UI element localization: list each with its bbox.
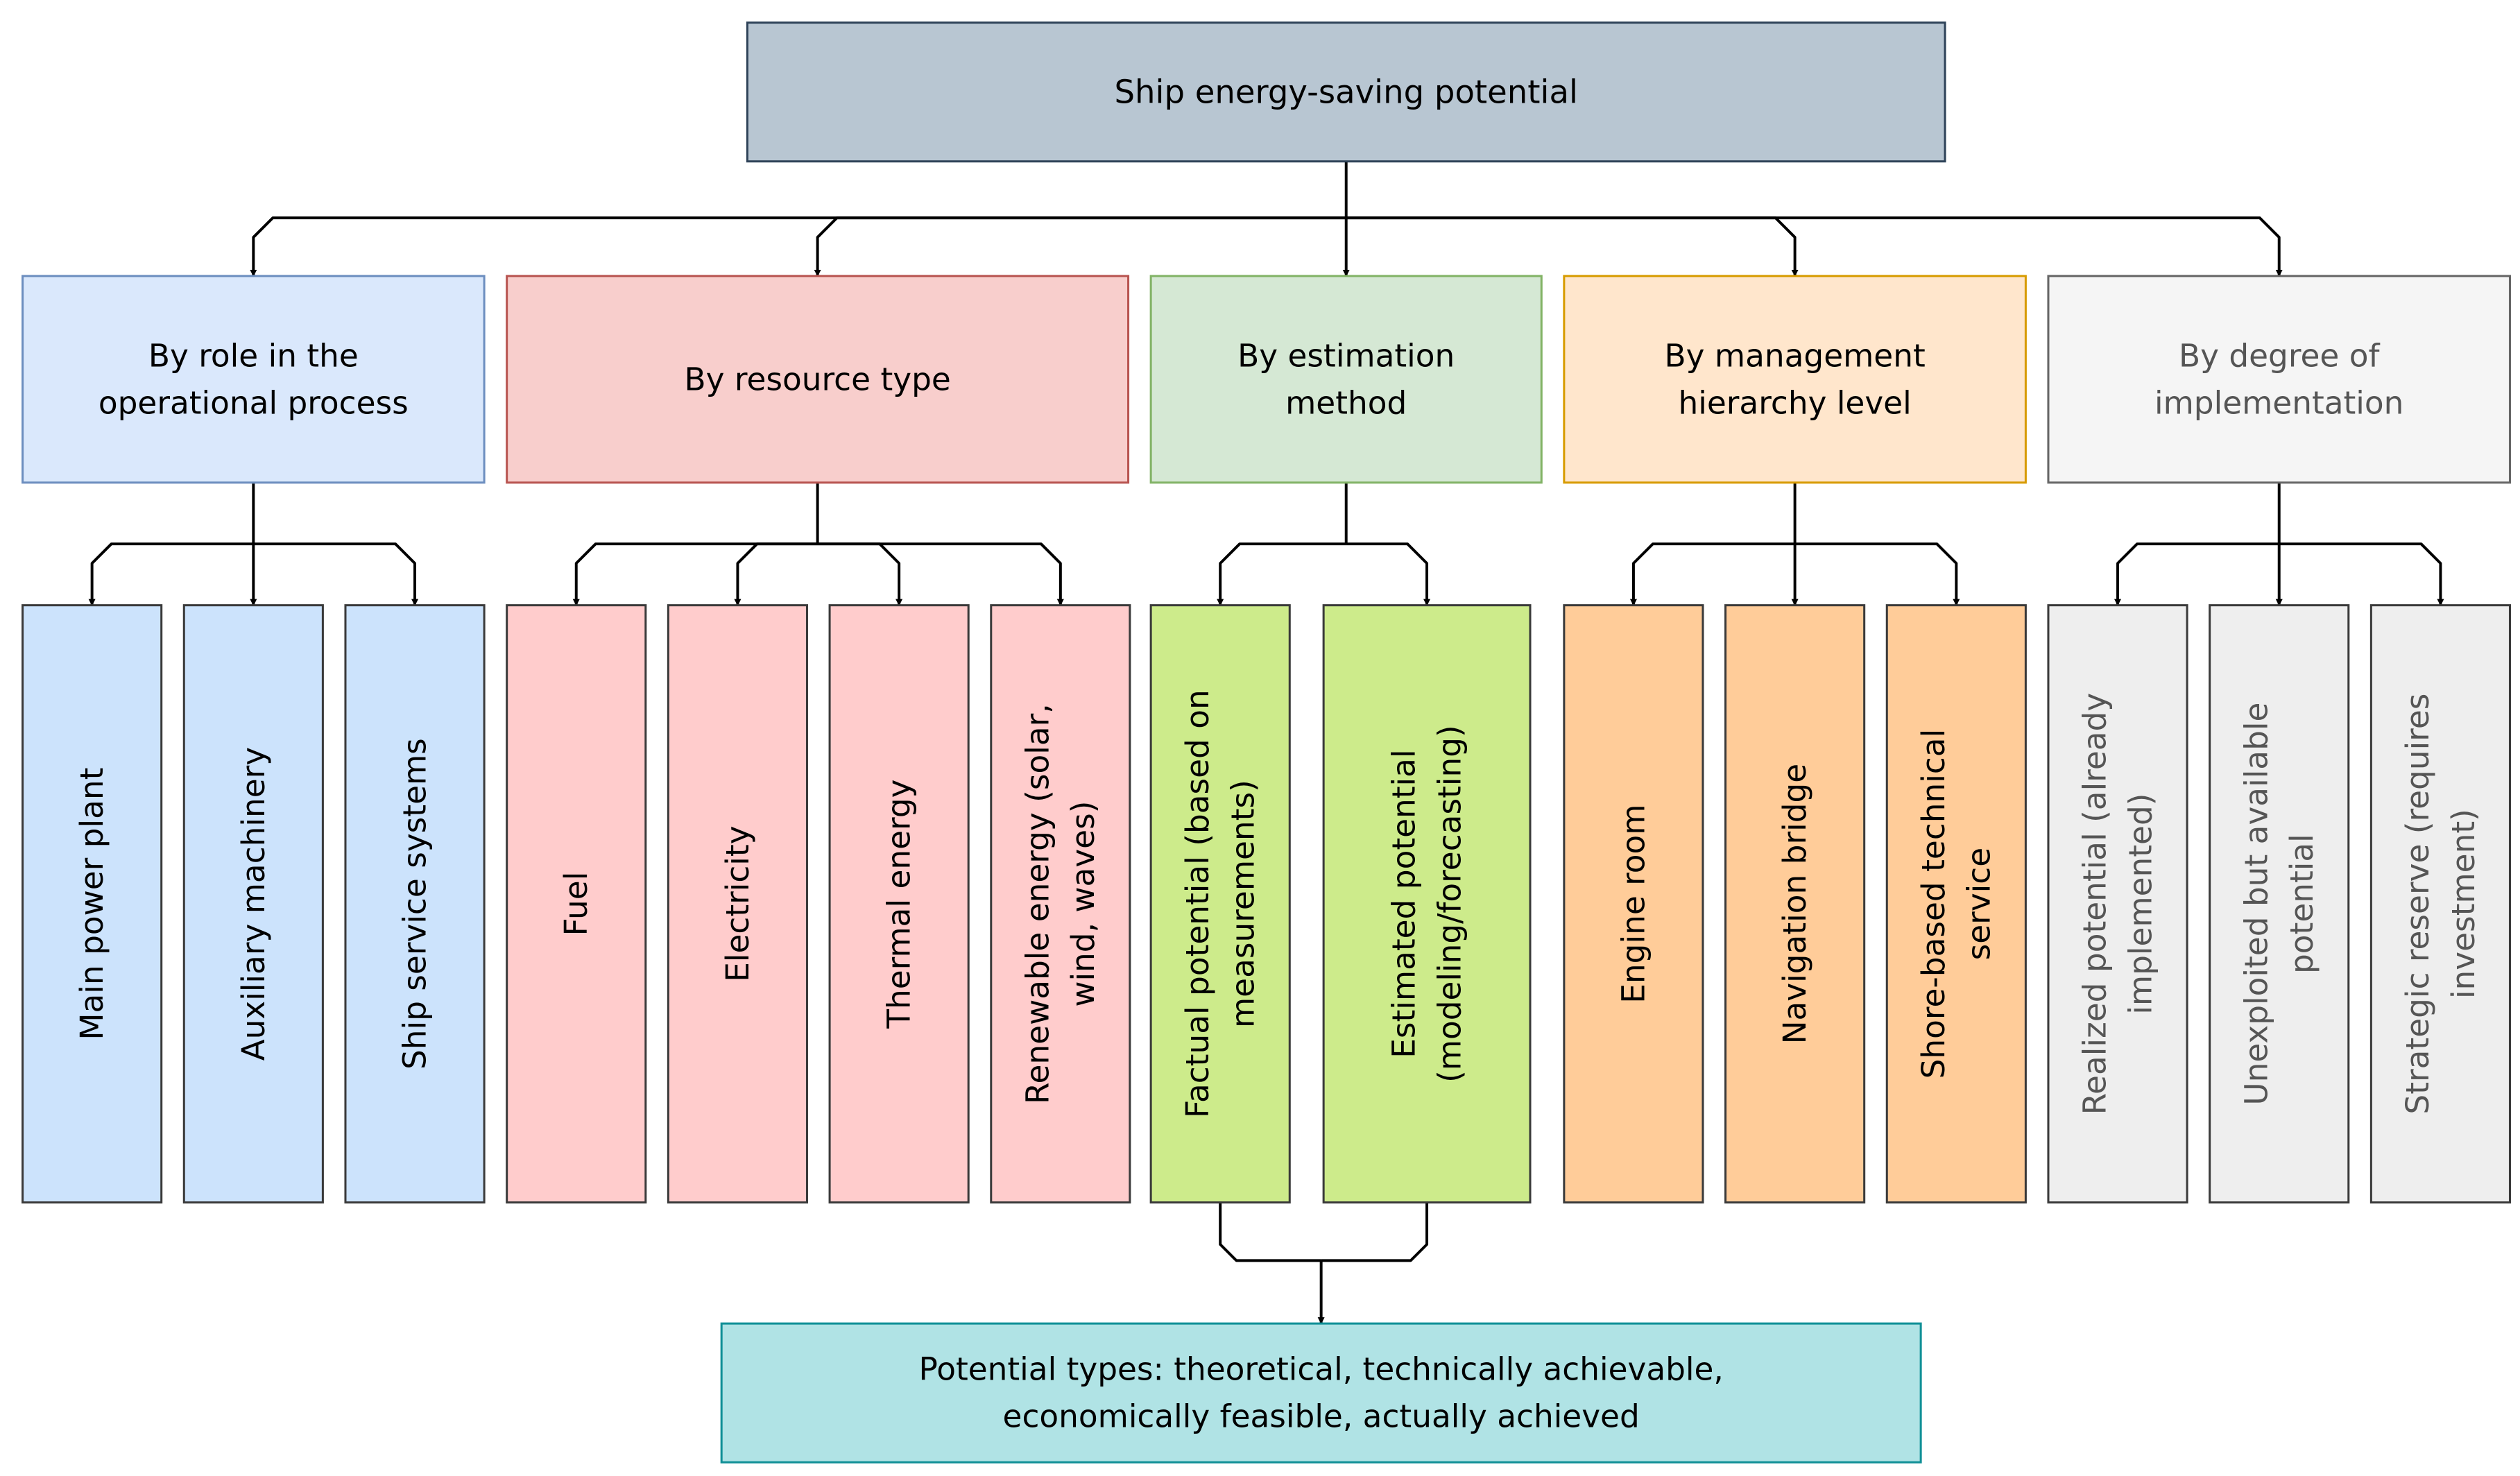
leaf-label-management-2-line-1: Navigation bridge bbox=[1776, 764, 1813, 1045]
category-to-leaf-resource-4 bbox=[817, 542, 1064, 606]
leaf-label-resource-3: Thermal energy bbox=[881, 779, 918, 1029]
leaf-label-role-3: Ship service systems bbox=[397, 738, 434, 1070]
category-box-estimation bbox=[1149, 275, 1543, 484]
leaf-label-implementation-1-line-1: Realized potential (already bbox=[2077, 693, 2114, 1115]
leaf-label-management-1-line-1: Engine room bbox=[1615, 805, 1652, 1004]
leaf-label-estimation-2-line-2: (modeling/forecasting) bbox=[1431, 725, 1468, 1083]
category-label-management-line-2: hierarchy level bbox=[1679, 384, 1912, 421]
root-to-category-implementation bbox=[1346, 216, 2283, 277]
leaf-box-role-2 bbox=[182, 604, 324, 1204]
leaf-label-resource-3-line-1: Thermal energy bbox=[881, 779, 918, 1029]
category-label-management-line-1: By management bbox=[1665, 337, 1926, 374]
leaf-box-role-3 bbox=[344, 604, 486, 1204]
leaf-box-implementation-3 bbox=[2369, 604, 2511, 1204]
category-to-leaf-resource-3 bbox=[817, 542, 903, 606]
potential-types-label-line-1: Potential types: theoretical, technicall… bbox=[918, 1351, 1723, 1388]
leaf-label-resource-4-line-2: wind, waves) bbox=[1065, 801, 1102, 1007]
leaf-label-management-3-line-1: Shore-based technical bbox=[1915, 729, 1952, 1079]
category-to-leaf-role-3 bbox=[253, 542, 419, 606]
category-to-leaf-implementation-3 bbox=[2279, 542, 2444, 606]
leaf-label-resource-2-line-1: Electricity bbox=[719, 825, 756, 981]
root-box bbox=[746, 22, 1946, 163]
leaf-label-role-3-line-1: Ship service systems bbox=[397, 738, 434, 1070]
root-label: Ship energy-saving potential bbox=[1115, 74, 1578, 111]
category-to-leaf-management-3 bbox=[1794, 542, 1960, 606]
estimation-merge-left bbox=[1219, 1202, 1321, 1262]
leaf-box-estimation-1 bbox=[1149, 604, 1291, 1204]
leaf-label-estimation-2: Estimated potential(modeling/forecasting… bbox=[1386, 725, 1468, 1083]
estimation-merge-right bbox=[1321, 1202, 1429, 1262]
leaf-label-estimation-1-line-1: Factual potential (based on bbox=[1179, 689, 1216, 1118]
leaf-label-implementation-2-line-2: potential bbox=[2283, 834, 2320, 974]
category-box-role bbox=[22, 275, 486, 484]
leaf-label-implementation-2-line-1: Unexploited but available bbox=[2238, 703, 2274, 1106]
category-to-leaf-role-1 bbox=[88, 542, 254, 606]
leaf-label-role-2-line-1: Auxiliary machinery bbox=[235, 747, 272, 1061]
leaf-label-implementation-1-line-2: implemented) bbox=[2122, 793, 2159, 1015]
leaf-label-resource-2: Electricity bbox=[719, 825, 756, 981]
category-to-leaf-management-1 bbox=[1629, 542, 1795, 606]
leaf-label-implementation-3-line-2: investment) bbox=[2445, 809, 2482, 999]
category-label-role-line-1: By role in the bbox=[148, 337, 359, 374]
nodes: Ship energy-saving potential By role in t… bbox=[22, 22, 2511, 1464]
category-to-leaf-implementation-1 bbox=[2114, 542, 2279, 606]
category-label-implementation-line-2: implementation bbox=[2154, 384, 2403, 421]
potential-types-label-line-2: economically feasible, actually achieved bbox=[1003, 1398, 1640, 1435]
category-label-estimation-line-1: By estimation bbox=[1237, 337, 1455, 374]
leaf-label-resource-1-line-1: Fuel bbox=[558, 872, 594, 936]
category-label-role-line-2: operational process bbox=[98, 384, 409, 421]
leaf-box-resource-3 bbox=[828, 604, 970, 1204]
leaf-label-management-1: Engine room bbox=[1615, 805, 1652, 1004]
potential-types-box bbox=[720, 1322, 1922, 1464]
leaf-box-resource-4 bbox=[990, 604, 1131, 1204]
leaf-label-resource-1: Fuel bbox=[558, 872, 594, 936]
leaf-label-management-2: Navigation bridge bbox=[1776, 764, 1813, 1045]
leaf-label-role-1-line-1: Main power plant bbox=[74, 768, 110, 1040]
category-label-resource: By resource type bbox=[684, 361, 950, 397]
leaf-label-implementation-3-line-1: Strategic reserve (requires bbox=[2399, 694, 2436, 1115]
root-to-category-resource bbox=[814, 216, 1346, 277]
leaf-label-estimation-2-line-1: Estimated potential bbox=[1386, 749, 1423, 1058]
category-to-leaf-estimation-1 bbox=[1217, 542, 1346, 606]
leaf-box-implementation-1 bbox=[2047, 604, 2188, 1204]
root-to-category-management bbox=[1346, 216, 1799, 277]
leaf-label-resource-4-line-1: Renewable energy (solar, bbox=[1019, 703, 1056, 1104]
category-label-estimation-line-2: method bbox=[1285, 384, 1407, 421]
connectors bbox=[88, 161, 2444, 1325]
category-box-implementation bbox=[2047, 275, 2511, 484]
leaf-box-management-3 bbox=[1885, 604, 2027, 1204]
leaf-box-estimation-2 bbox=[1322, 604, 1532, 1204]
category-box-resource bbox=[506, 275, 1130, 484]
category-to-leaf-estimation-2 bbox=[1346, 542, 1431, 606]
leaf-box-implementation-2 bbox=[2209, 604, 2350, 1204]
leaf-box-management-1 bbox=[1563, 604, 1704, 1204]
category-box-management bbox=[1563, 275, 2027, 484]
leaf-box-role-1 bbox=[22, 604, 163, 1204]
category-to-leaf-resource-1 bbox=[572, 542, 818, 606]
leaf-label-management-3-line-2: service bbox=[1961, 848, 1998, 960]
root-to-category-role bbox=[250, 216, 1346, 277]
leaf-label-resource-4: Renewable energy (solar,wind, waves) bbox=[1019, 703, 1102, 1104]
category-label-implementation-line-1: By degree of bbox=[2179, 337, 2381, 374]
leaf-label-role-2: Auxiliary machinery bbox=[235, 747, 272, 1061]
leaf-box-resource-1 bbox=[506, 604, 647, 1204]
leaf-label-estimation-1-line-2: measurements) bbox=[1225, 780, 1262, 1028]
leaf-box-management-2 bbox=[1724, 604, 1866, 1204]
leaf-box-resource-2 bbox=[667, 604, 809, 1204]
leaf-label-role-1: Main power plant bbox=[74, 768, 110, 1040]
category-to-leaf-resource-2 bbox=[734, 542, 818, 606]
